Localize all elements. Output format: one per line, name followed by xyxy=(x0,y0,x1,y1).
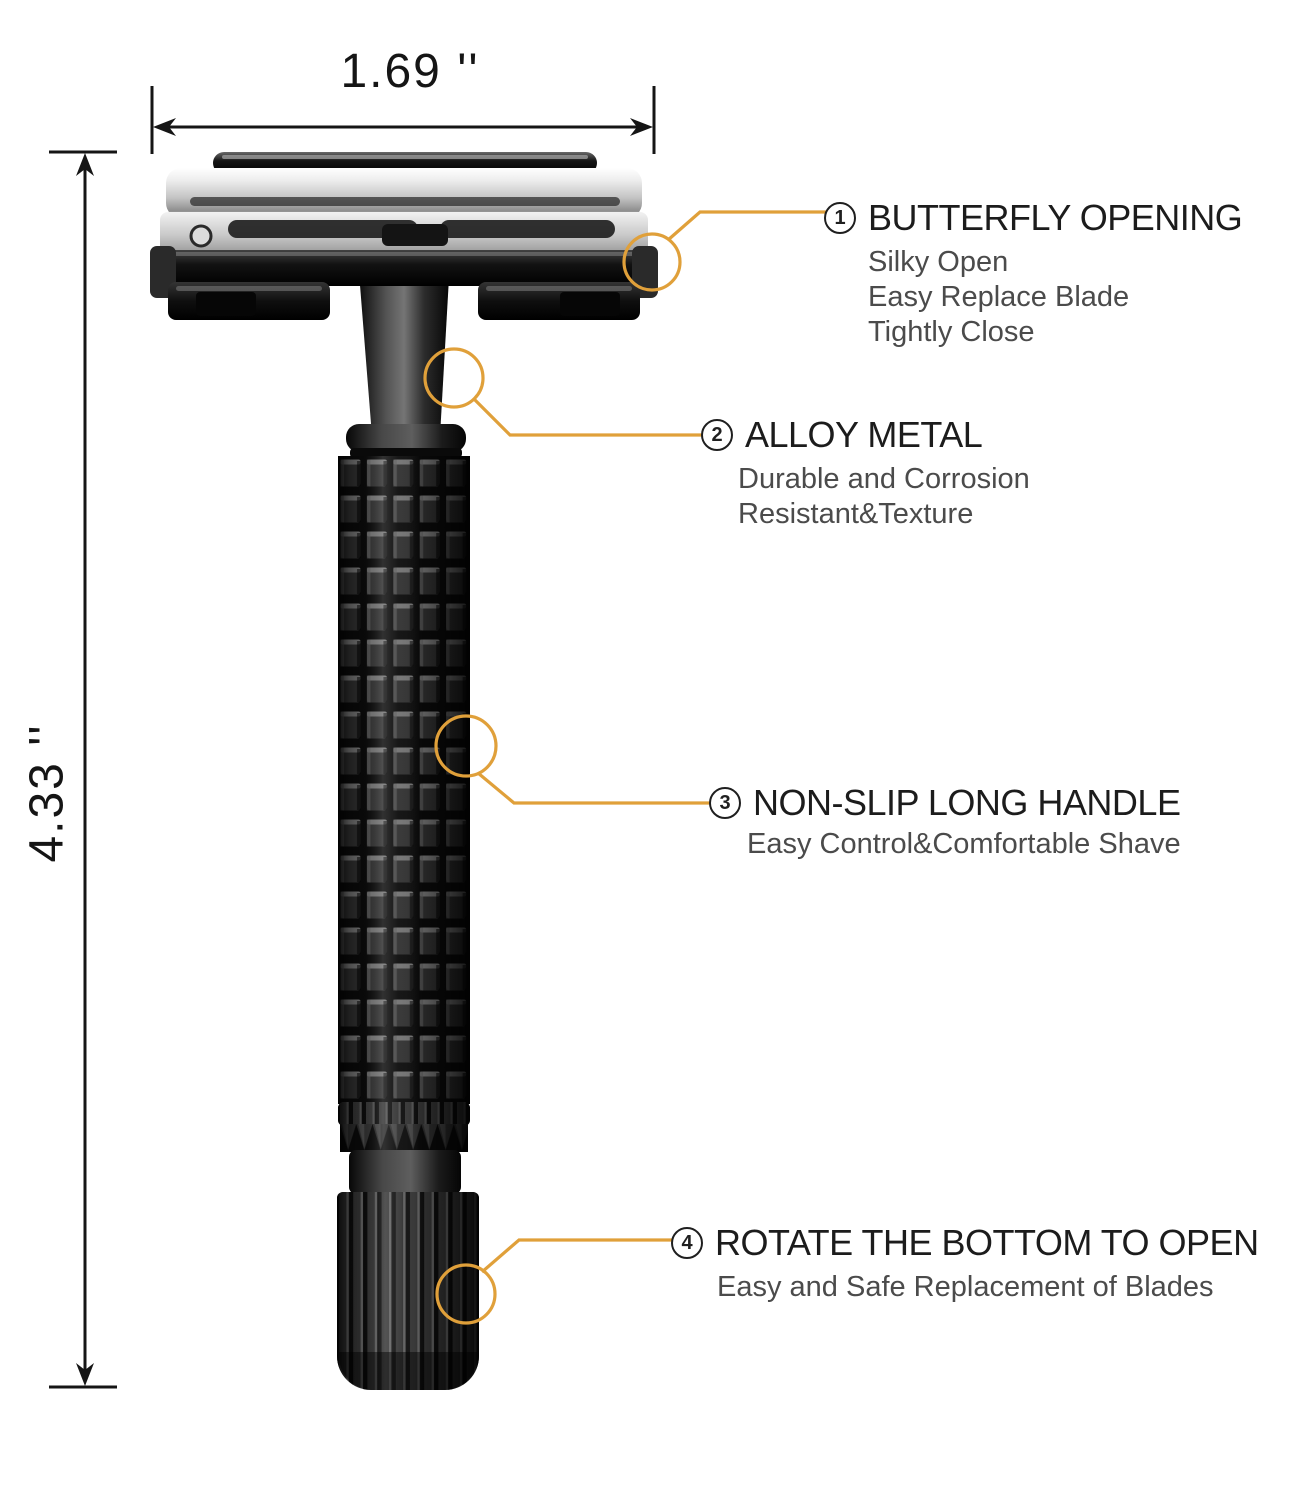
callout-non-slip-handle: 3 NON-SLIP LONG HANDLE Easy Control&Comf… xyxy=(709,781,1181,862)
dimension-height-marks xyxy=(49,150,117,1389)
callout-line-1 xyxy=(666,210,826,242)
callout-alloy-metal: 2 ALLOY METAL Durable and Corrosion Resi… xyxy=(701,413,1030,532)
dimension-height-arrowheads xyxy=(76,153,94,1386)
callout-title: NON-SLIP LONG HANDLE xyxy=(753,782,1181,823)
callout-number-badge: 4 xyxy=(671,1227,703,1259)
callout-number-badge: 1 xyxy=(824,202,856,234)
callout-subline: Easy and Safe Replacement of Blades xyxy=(717,1271,1214,1303)
razor-handle xyxy=(338,424,470,1104)
callout-subline: Durable and Corrosion xyxy=(738,463,1030,495)
callout-subline: Easy Replace Blade xyxy=(868,281,1130,313)
callout-circle-4 xyxy=(435,1263,497,1325)
callout-line-4 xyxy=(480,1238,672,1274)
height-dimension-label: 4.33 '' xyxy=(20,723,74,863)
callout-subline: Silky Open xyxy=(868,246,1009,278)
callout-title: BUTTERFLY OPENING xyxy=(868,197,1243,238)
razor-knob xyxy=(337,1102,479,1390)
callout-subline: Tightly Close xyxy=(868,316,1035,348)
callout-line-3 xyxy=(476,771,710,805)
callout-circle-3 xyxy=(434,714,498,778)
callout-subline: Easy Control&Comfortable Shave xyxy=(747,828,1181,860)
razor-head xyxy=(150,152,658,320)
callout-circle-1 xyxy=(622,232,682,292)
callout-number-badge: 3 xyxy=(709,787,741,819)
callout-title: ROTATE THE BOTTOM TO OPEN xyxy=(715,1222,1259,1263)
razor-neck xyxy=(358,260,450,436)
callout-title: ALLOY METAL xyxy=(745,414,983,455)
callout-number-badge: 2 xyxy=(701,419,733,451)
width-dimension-label: 1.69 '' xyxy=(340,45,480,98)
callout-butterfly-opening: 1 BUTTERFLY OPENING Silky Open Easy Repl… xyxy=(824,196,1243,350)
callout-line-2 xyxy=(472,397,702,437)
callout-rotate-bottom: 4 ROTATE THE BOTTOM TO OPEN Easy and Saf… xyxy=(671,1221,1259,1305)
dimension-width-arrowheads xyxy=(153,118,653,136)
callout-circle-2 xyxy=(423,347,485,409)
callout-subline: Resistant&Texture xyxy=(738,498,974,530)
dimension-width-marks xyxy=(150,86,656,154)
